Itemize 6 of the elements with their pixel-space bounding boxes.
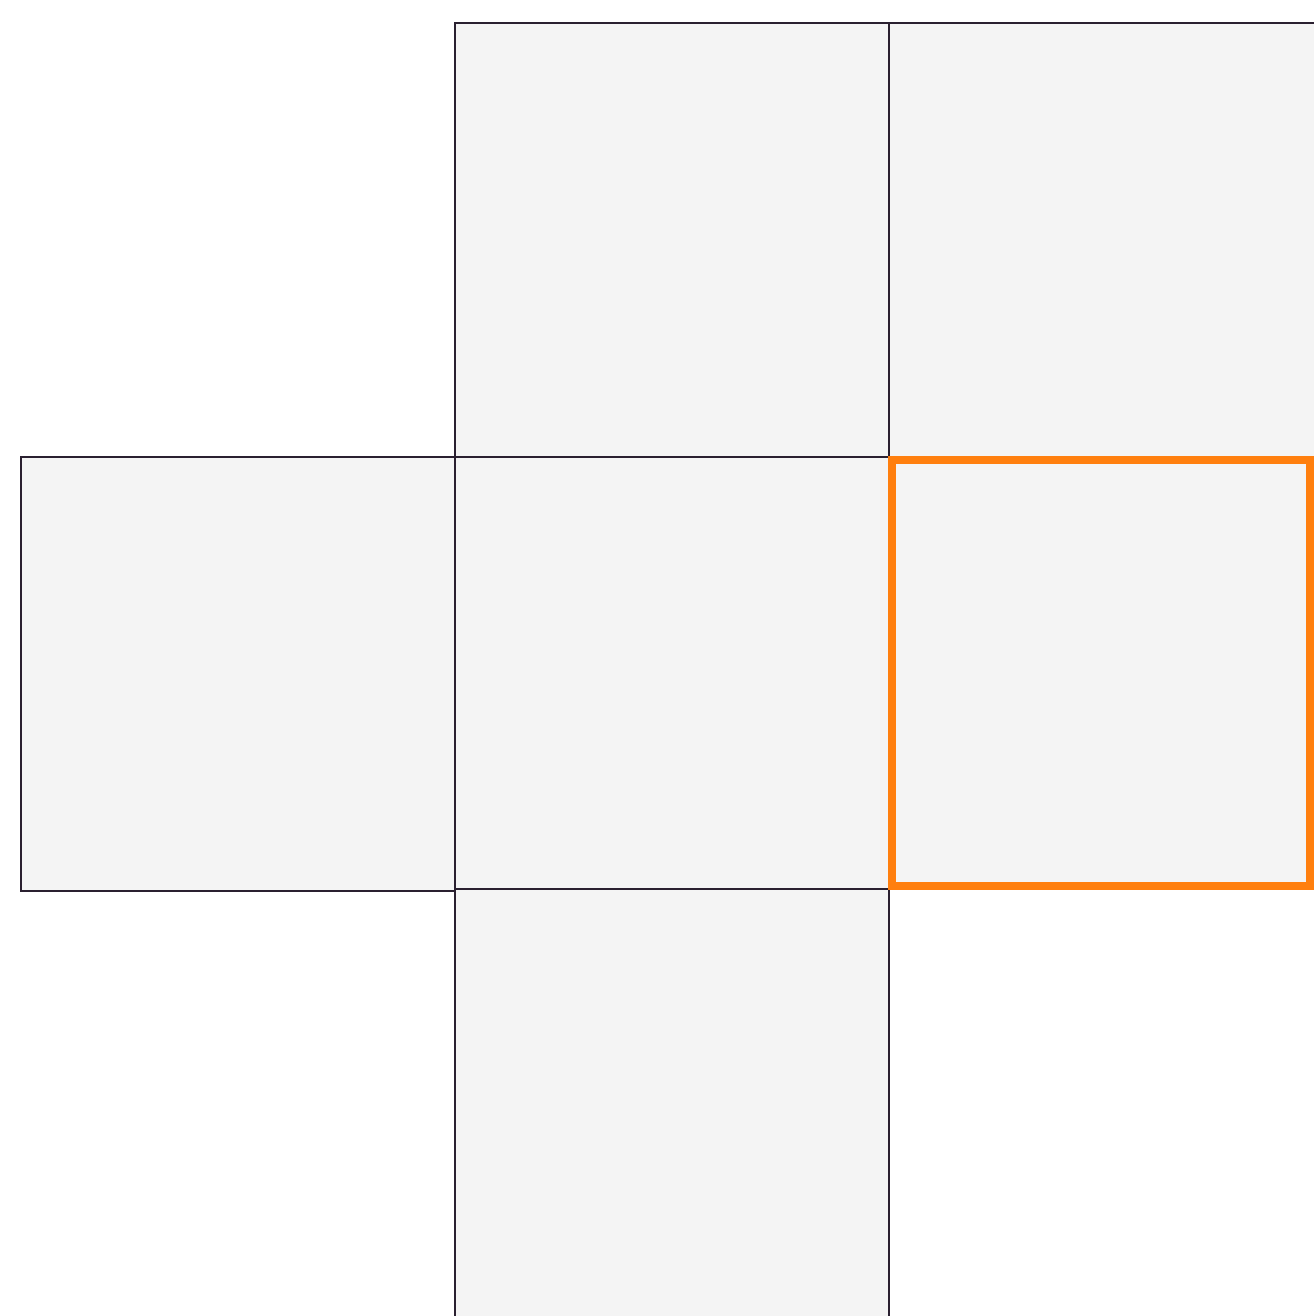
- grid-square: [454, 456, 890, 892]
- grid-square: [454, 22, 890, 458]
- grid-square: [20, 456, 456, 892]
- grid-square: [888, 22, 1314, 458]
- grid-square: [454, 888, 890, 1316]
- highlighted-square: [888, 456, 1314, 890]
